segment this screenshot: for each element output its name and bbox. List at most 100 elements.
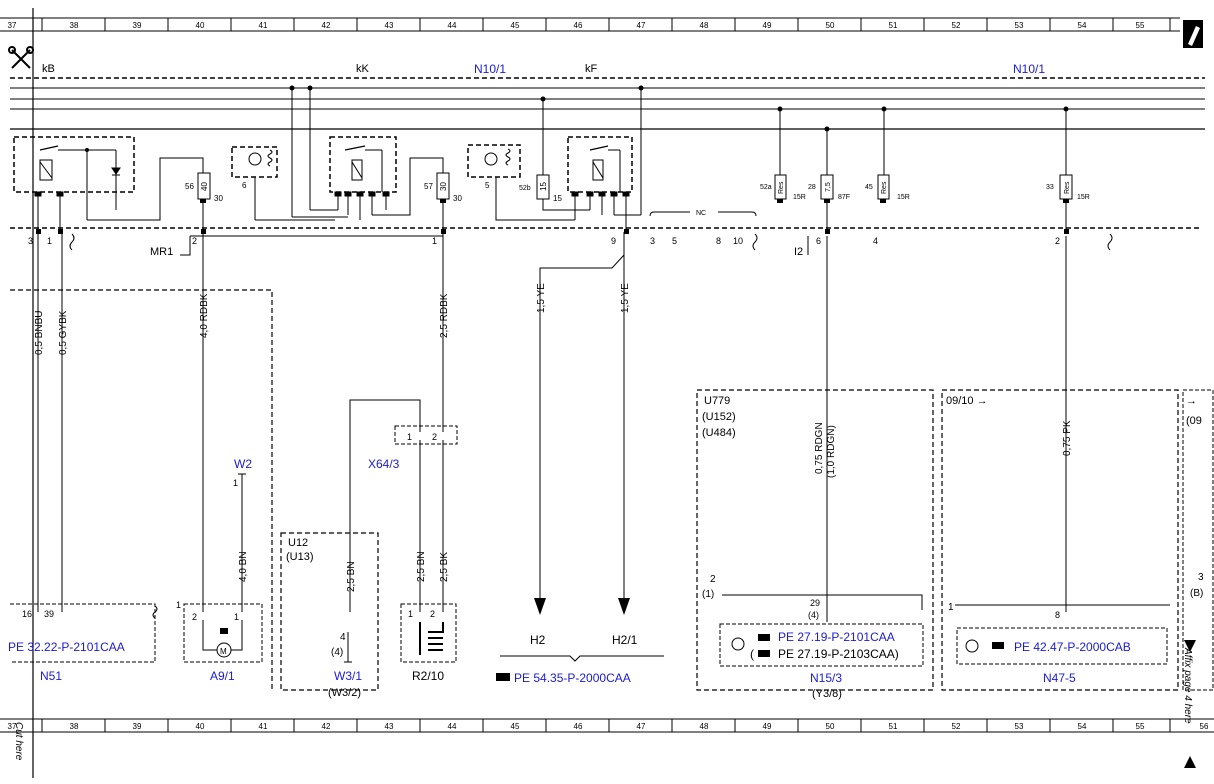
svg-text:(: ( (750, 647, 754, 661)
svg-text:Res: Res (1064, 181, 1071, 194)
svg-text:44: 44 (448, 722, 457, 731)
comp-n51: N51 (40, 669, 62, 683)
svg-text:15: 15 (553, 194, 562, 203)
svg-text:6: 6 (816, 236, 821, 246)
svg-text:50: 50 (826, 722, 835, 731)
svg-text:1: 1 (948, 602, 954, 613)
svg-text:1: 1 (233, 478, 238, 488)
svg-text:56: 56 (185, 182, 194, 191)
comp-w3-1: W3/1 (334, 669, 362, 683)
scissors-icon (8, 46, 34, 69)
svg-text:2: 2 (1055, 236, 1060, 246)
top-ruler: 37 38 39 40 41 42 43 44 45 46 47 48 49 5… (0, 17, 1180, 32)
svg-text:PE 27.19-P-2103CAA): PE 27.19-P-2103CAA) (778, 647, 899, 661)
relay-kF (567, 136, 633, 232)
svg-text:9: 9 (611, 236, 616, 246)
svg-text:PE 42.47-P-2000CAB: PE 42.47-P-2000CAB (1014, 640, 1131, 654)
ruler-top-37: 37 (8, 21, 17, 30)
svg-text:M: M (220, 647, 227, 656)
wire-label: 4,0 RDBK (199, 293, 210, 338)
svg-text:87F: 87F (838, 194, 850, 201)
svg-text:41: 41 (259, 722, 268, 731)
comp-h2: H2 (530, 633, 546, 647)
fuse-33: Res 33 15R (1046, 174, 1090, 232)
svg-text:1: 1 (408, 609, 413, 619)
ruler-top-46: 46 (574, 21, 583, 30)
ruler-top-39: 39 (133, 21, 142, 30)
motor-a9-1: 1 2 1 M (176, 600, 263, 663)
affix-text: Affix page 4 here (1182, 647, 1193, 724)
ruler-top-49: 49 (763, 21, 772, 30)
svg-text:(1): (1) (702, 589, 714, 600)
svg-text:51: 51 (889, 722, 898, 731)
svg-text:7,5: 7,5 (825, 182, 832, 192)
svg-text:PE 32.22-P-2101CAA: PE 32.22-P-2101CAA (8, 640, 125, 654)
svg-text:28: 28 (808, 184, 816, 191)
fuse-28: 7,5 28 87F (808, 174, 850, 232)
svg-text:1: 1 (176, 600, 181, 610)
wire-label: 2,5 BN (346, 561, 357, 592)
svg-text:54: 54 (1078, 722, 1087, 731)
svg-text:Res: Res (778, 181, 785, 194)
svg-text:5: 5 (485, 181, 490, 190)
svg-text:52: 52 (952, 722, 961, 731)
svg-text:56: 56 (1200, 722, 1209, 731)
svg-text:10: 10 (733, 236, 743, 246)
svg-text:30: 30 (439, 182, 448, 191)
svg-text:2: 2 (710, 574, 716, 585)
svg-text:52b: 52b (519, 185, 531, 192)
svg-text:39: 39 (44, 609, 54, 619)
svg-text:I2: I2 (794, 246, 803, 258)
svg-text:49: 49 (763, 722, 772, 731)
module-n51: 16 39 PE 32.22-P-2101CAA (8, 603, 158, 663)
svg-text:4: 4 (873, 236, 878, 246)
label-kB: kB (42, 63, 55, 75)
svg-text:30: 30 (453, 194, 462, 203)
svg-text:3: 3 (28, 236, 33, 246)
fuse-15: 15 52b 15 (519, 174, 590, 211)
label-kF: kF (585, 63, 598, 75)
comp-a9-1: A9/1 (210, 669, 235, 683)
ruler-top-52: 52 (952, 21, 961, 30)
svg-text:Res: Res (881, 181, 888, 194)
svg-text:→: → (1186, 395, 1197, 407)
ref-pointer-icon (496, 673, 510, 681)
relay-kK (329, 136, 397, 220)
svg-text:15: 15 (539, 182, 548, 191)
svg-text:29: 29 (810, 598, 820, 608)
label-n10-right: N10/1 (1013, 62, 1045, 76)
ruler-top-40: 40 (196, 21, 205, 30)
svg-text:5: 5 (672, 236, 677, 246)
svg-text:43: 43 (385, 722, 394, 731)
wire-label: 2,5 BK (439, 552, 450, 582)
ruler-top-38: 38 (70, 21, 79, 30)
cut-here-text: Cut here (13, 722, 24, 761)
comp-n47-5: N47-5 (1043, 671, 1076, 685)
svg-text:NC: NC (696, 210, 706, 217)
module-n15-3: 29 (4) PE 27.19-P-2101CAA ( PE 27.19-P-2… (719, 594, 924, 667)
ruler-top-42: 42 (322, 21, 331, 30)
wire-label: 2,5 RDBK (439, 293, 450, 338)
module-n47-5: 8 PE 42.47-P-2000CAB (955, 604, 1170, 665)
svg-text:1: 1 (407, 432, 412, 442)
svg-text:42: 42 (322, 722, 331, 731)
ruler-top-41: 41 (259, 21, 268, 30)
comp-x64-3: X64/3 (368, 457, 400, 471)
ref-h2[interactable]: PE 54.35-P-2000CAA (514, 671, 631, 685)
connector-strip (10, 227, 1200, 256)
fuse-30: 30 57 30 (424, 172, 462, 232)
fuse-40: 40 56 30 (185, 172, 223, 232)
ruler-top-53: 53 (1015, 21, 1024, 30)
svg-text:15R: 15R (897, 194, 910, 201)
svg-text:2: 2 (430, 609, 435, 619)
wire-label: 4,0 BN (238, 551, 249, 582)
svg-text:4: 4 (340, 632, 346, 643)
svg-text:46: 46 (574, 722, 583, 731)
ruler-top-45: 45 (511, 21, 520, 30)
comp-r2-10: R2/10 (412, 669, 444, 683)
fuse-52a: Res 52a 15R (760, 174, 806, 203)
wire-label: 2,5 BN (416, 551, 427, 582)
svg-text:(U152): (U152) (702, 411, 736, 423)
ruler-top-55: 55 (1136, 21, 1145, 30)
